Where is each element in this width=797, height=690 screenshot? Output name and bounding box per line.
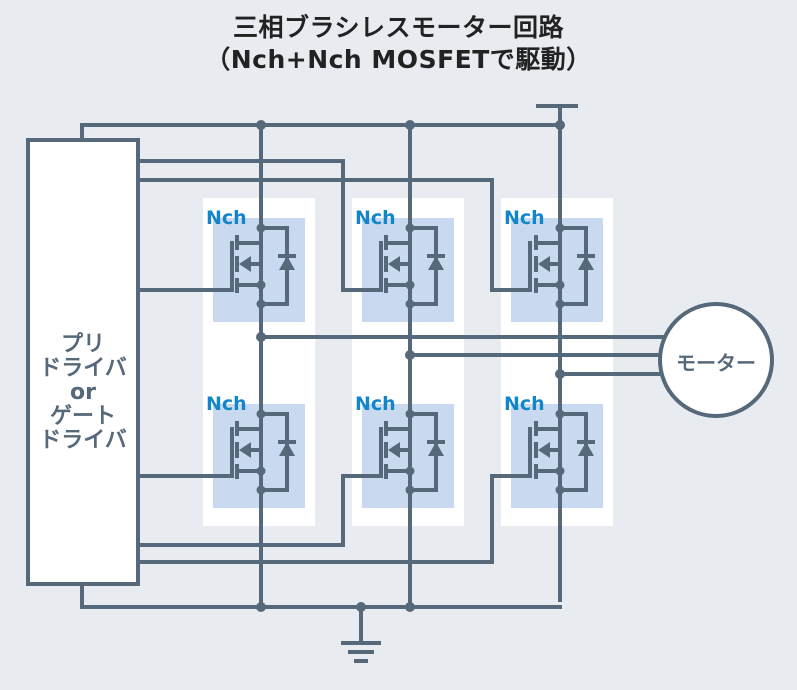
driver-label-line: or [70, 380, 96, 405]
nch-label-high-w: Nch [504, 207, 545, 229]
driver-label-line: ドライバ [39, 428, 127, 453]
arrow-icon [239, 256, 251, 272]
diode-icon [279, 256, 295, 270]
diode-icon [428, 256, 444, 270]
mosfet-symbol-low-u [235, 409, 296, 495]
wiring [80, 104, 672, 663]
nch-label-low-v: Nch [355, 393, 396, 415]
motor-circle [658, 302, 774, 418]
diagram-title: 三相ブラシレスモーター回路 [232, 13, 564, 42]
driver-label: プリ ドライバ or ゲート ドライバ [30, 333, 136, 453]
driver-label-line: ドライバ [39, 356, 127, 381]
diode-icon [279, 442, 295, 456]
nch-label-low-w: Nch [504, 393, 545, 415]
arrow-icon [388, 256, 400, 272]
driver-label-line: ゲート [49, 404, 116, 429]
diode-icon [578, 256, 594, 270]
mosfet-symbol-high-u [235, 223, 296, 309]
driver-box [26, 138, 140, 586]
diode-icon [428, 442, 444, 456]
junctions [256, 120, 565, 612]
nch-label-low-u: Nch [206, 393, 247, 415]
mosfet-symbol-high-w [534, 223, 595, 309]
mosfet-symbol-high-v [384, 223, 445, 309]
nch-label-high-u: Nch [206, 207, 247, 229]
diagram-subtitle: （Nch+Nch MOSFETで駆動） [205, 45, 592, 74]
mosfet-symbol-low-v [384, 409, 445, 495]
nch-label-high-v: Nch [355, 207, 396, 229]
arrow-icon [239, 442, 251, 458]
arrow-icon [538, 442, 550, 458]
motor-label: モーター [676, 351, 756, 375]
mosfet-symbol-low-w [534, 409, 595, 495]
driver-label-line: プリ [60, 332, 105, 357]
arrow-icon [388, 442, 400, 458]
diode-icon [578, 442, 594, 456]
arrow-icon [538, 256, 550, 272]
